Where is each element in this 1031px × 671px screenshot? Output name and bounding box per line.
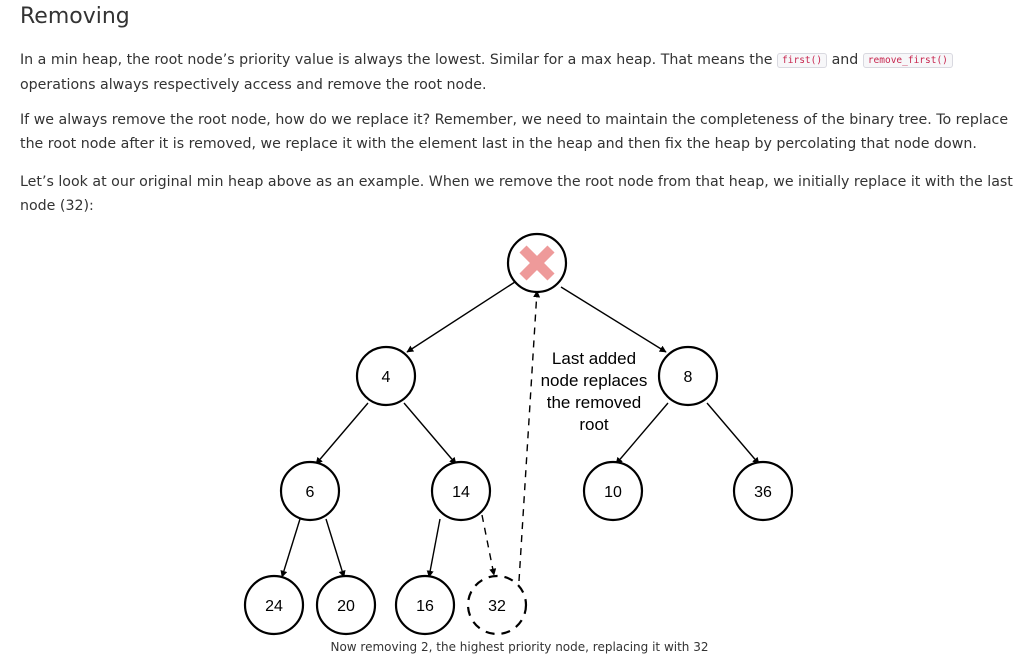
paragraph-text: operations always respectively access an… xyxy=(20,77,487,93)
heap-diagram: 4 8 6 14 10 36 24 20 16 32 Last added no… xyxy=(243,232,794,636)
annotation-line: the removed xyxy=(547,393,642,412)
root-node-removed xyxy=(506,232,568,294)
heap-node: 24 xyxy=(243,574,305,636)
heap-node: 4 xyxy=(355,345,417,407)
heap-node: 16 xyxy=(394,574,456,636)
edge-4-6 xyxy=(315,402,369,465)
paragraph-replace: If we always remove the root node, how d… xyxy=(20,112,1009,152)
section-heading: Removing xyxy=(20,4,130,29)
annotation-line: node replaces xyxy=(541,371,648,390)
node-value: 8 xyxy=(684,369,693,386)
heap-node: 6 xyxy=(279,460,341,522)
code-first: first() xyxy=(777,53,828,68)
edge-6-24 xyxy=(280,518,301,578)
annotation-line: root xyxy=(579,415,609,434)
edge-14-32-dashed xyxy=(481,514,497,576)
edge-root-4 xyxy=(406,279,519,353)
heap-node: 10 xyxy=(582,460,644,522)
paragraph-text: and xyxy=(827,52,863,68)
heap-node-last-dashed: 32 xyxy=(466,574,528,636)
edge-14-16 xyxy=(426,518,441,578)
node-value: 20 xyxy=(337,598,355,615)
edge-6-20 xyxy=(325,518,346,578)
node-value: 14 xyxy=(452,484,470,501)
paragraph-intro: In a min heap, the root node’s priority … xyxy=(20,48,1020,97)
edge-root-8 xyxy=(560,286,667,353)
node-value: 4 xyxy=(382,369,391,386)
annotation-line: Last added xyxy=(552,349,636,368)
node-value: 32 xyxy=(488,598,506,615)
heap-node: 36 xyxy=(732,460,794,522)
node-value: 36 xyxy=(754,484,772,501)
edge-8-10 xyxy=(615,402,669,465)
figure-caption: Now removing 2, the highest priority nod… xyxy=(330,640,709,654)
paragraph-text: In a min heap, the root node’s priority … xyxy=(20,52,778,68)
tree-edges xyxy=(280,279,760,582)
node-value: 24 xyxy=(265,598,283,615)
heap-node: 14 xyxy=(430,460,492,522)
edge-4-14 xyxy=(403,402,457,465)
replacement-annotation: Last added node replaces the removed roo… xyxy=(541,349,648,434)
node-value: 6 xyxy=(306,484,315,501)
node-value: 16 xyxy=(416,598,434,615)
code-remove-first: remove_first() xyxy=(862,53,953,68)
heap-node: 8 xyxy=(657,345,719,407)
removed-x-icon xyxy=(519,245,555,281)
heap-node: 20 xyxy=(315,574,377,636)
edge-8-36 xyxy=(706,402,760,465)
paragraph-example: Let’s look at our original min heap abov… xyxy=(20,174,1013,214)
node-value: 10 xyxy=(604,484,622,501)
replacement-arrow-dashed xyxy=(518,290,541,582)
